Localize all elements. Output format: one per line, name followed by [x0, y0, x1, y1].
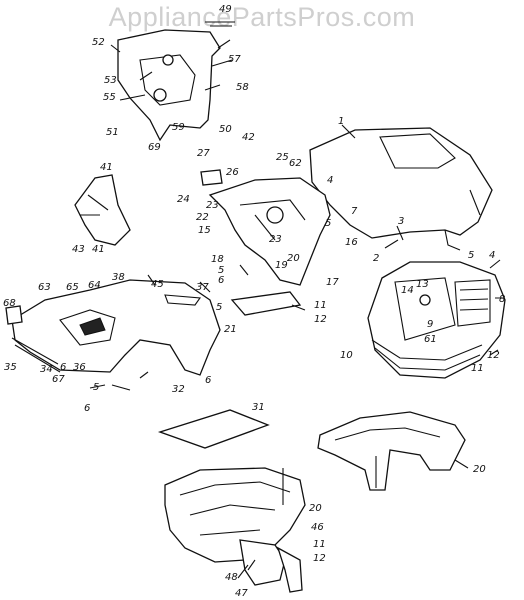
callout-68[interactable]: 68 [3, 298, 16, 309]
callout-49[interactable]: 49 [219, 4, 232, 15]
callout-12b[interactable]: 12 [487, 350, 500, 361]
callout-34[interactable]: 34 [40, 364, 53, 375]
callout-35[interactable]: 35 [4, 362, 17, 373]
callout-5d[interactable]: 5 [93, 382, 99, 393]
callout-2[interactable]: 2 [373, 253, 379, 264]
callout-5c[interactable]: 5 [216, 302, 222, 313]
callout-24[interactable]: 24 [177, 194, 190, 205]
callout-67[interactable]: 67 [52, 374, 65, 385]
callout-51[interactable]: 51 [106, 127, 119, 138]
callout-8[interactable]: 8 [499, 294, 505, 305]
callout-47[interactable]: 47 [235, 588, 248, 599]
callout-61[interactable]: 61 [424, 334, 437, 345]
callout-50[interactable]: 50 [219, 124, 232, 135]
hood-part[interactable] [309, 127, 493, 251]
callout-11c[interactable]: 11 [313, 539, 326, 550]
callout-20a[interactable]: 20 [287, 253, 300, 264]
callout-27[interactable]: 27 [197, 148, 210, 159]
callout-12c[interactable]: 12 [313, 553, 326, 564]
watermark: AppliancePartsPros.com [108, 2, 416, 32]
callout-12a[interactable]: 12 [314, 314, 327, 325]
callout-5b[interactable]: 5 [218, 265, 224, 276]
callout-11b[interactable]: 11 [471, 363, 484, 374]
callout-65[interactable]: 65 [66, 282, 79, 293]
callout-45[interactable]: 45 [151, 279, 164, 290]
callout-59[interactable]: 59 [172, 122, 185, 133]
callout-5a[interactable]: 5 [325, 218, 331, 229]
dash-support-part[interactable] [117, 21, 235, 142]
callout-1[interactable]: 1 [338, 116, 344, 127]
callout-13[interactable]: 13 [416, 279, 429, 290]
callout-41a[interactable]: 41 [100, 162, 113, 173]
callout-20b[interactable]: 20 [473, 464, 486, 475]
floor-panel-part[interactable] [157, 409, 270, 449]
callout-43[interactable]: 43 [72, 244, 85, 255]
callout-6d[interactable]: 6 [205, 375, 211, 386]
grille-nose-part[interactable] [367, 261, 506, 379]
callout-10[interactable]: 10 [340, 350, 353, 361]
callout-46[interactable]: 46 [311, 522, 324, 533]
callout-55[interactable]: 55 [103, 92, 116, 103]
callout-20c[interactable]: 20 [309, 503, 322, 514]
callout-25[interactable]: 25 [276, 152, 289, 163]
callout-41b[interactable]: 41 [92, 244, 105, 255]
support-bracket-part[interactable] [230, 291, 302, 316]
callout-63[interactable]: 63 [38, 282, 51, 293]
callout-37[interactable]: 37 [196, 282, 209, 293]
callout-38[interactable]: 38 [112, 272, 125, 283]
callout-6c[interactable]: 6 [84, 403, 90, 414]
callout-18[interactable]: 18 [211, 254, 224, 265]
callout-19[interactable]: 19 [275, 260, 288, 271]
callout-16[interactable]: 16 [345, 237, 358, 248]
callout-3[interactable]: 3 [398, 216, 404, 227]
callout-15[interactable]: 15 [198, 225, 211, 236]
callout-57[interactable]: 57 [228, 54, 241, 65]
callout-48[interactable]: 48 [225, 572, 238, 583]
side-bracket-part[interactable] [74, 174, 131, 246]
callout-69[interactable]: 69 [148, 142, 161, 153]
callout-4a[interactable]: 4 [327, 175, 333, 186]
callout-36[interactable]: 36 [73, 362, 86, 373]
callout-5e[interactable]: 5 [468, 250, 474, 261]
callout-14[interactable]: 14 [401, 285, 414, 296]
leader-lines [89, 39, 503, 579]
callout-23a[interactable]: 23 [206, 200, 219, 211]
dash-panel-part[interactable] [200, 169, 331, 286]
callout-labels: 49 52 57 53 55 58 51 59 50 69 1 42 27 26… [3, 4, 505, 599]
callout-7[interactable]: 7 [351, 206, 358, 217]
callout-23b[interactable]: 23 [269, 234, 282, 245]
callout-62[interactable]: 62 [289, 158, 302, 169]
callout-31[interactable]: 31 [252, 402, 265, 413]
callout-52[interactable]: 52 [92, 37, 105, 48]
callout-17[interactable]: 17 [326, 277, 339, 288]
fender-deck-part[interactable] [5, 279, 221, 376]
callout-21[interactable]: 21 [224, 324, 237, 335]
callout-42[interactable]: 42 [242, 132, 255, 143]
engine-part[interactable] [164, 467, 306, 593]
callout-11a[interactable]: 11 [314, 300, 327, 311]
callout-22[interactable]: 22 [196, 212, 209, 223]
callout-26[interactable]: 26 [226, 167, 239, 178]
callout-9[interactable]: 9 [427, 319, 433, 330]
callout-53[interactable]: 53 [104, 75, 117, 86]
front-frame-part[interactable] [317, 411, 466, 491]
callout-4b[interactable]: 4 [489, 250, 495, 261]
callout-64[interactable]: 64 [88, 280, 101, 291]
callout-6b[interactable]: 6 [60, 362, 66, 373]
callout-58[interactable]: 58 [236, 82, 249, 93]
callout-32[interactable]: 32 [172, 384, 185, 395]
callout-6a[interactable]: 6 [218, 275, 224, 286]
